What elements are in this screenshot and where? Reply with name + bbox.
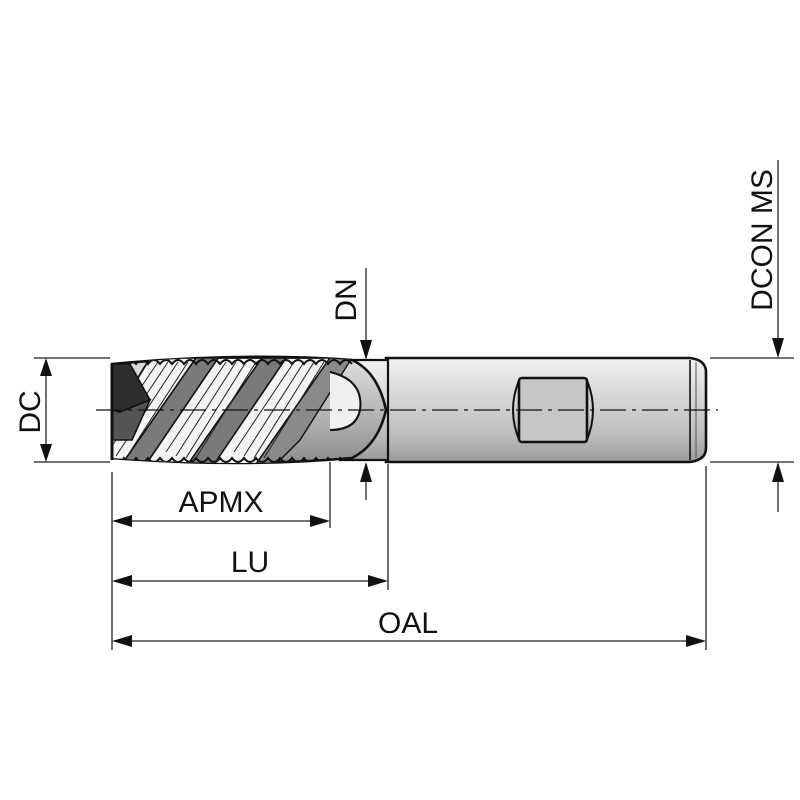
apmx-dimension: APMX [112,486,330,527]
cutting-section [110,355,390,465]
dcon-ms-dimension: DCON MS [746,160,784,512]
dcon-ms-label: DCON MS [746,169,779,311]
lu-dimension: LU [112,546,388,587]
dc-label: DC [14,390,47,433]
lu-label: LU [231,546,269,579]
weldon-flat [512,376,594,444]
dn-label: DN [330,278,363,321]
oal-label: OAL [378,607,438,640]
dn-dimension: DN [330,278,372,482]
extension-lines [34,268,794,650]
apmx-label: APMX [178,486,263,519]
oal-dimension: OAL [112,607,706,647]
dc-dimension: DC [14,358,52,462]
